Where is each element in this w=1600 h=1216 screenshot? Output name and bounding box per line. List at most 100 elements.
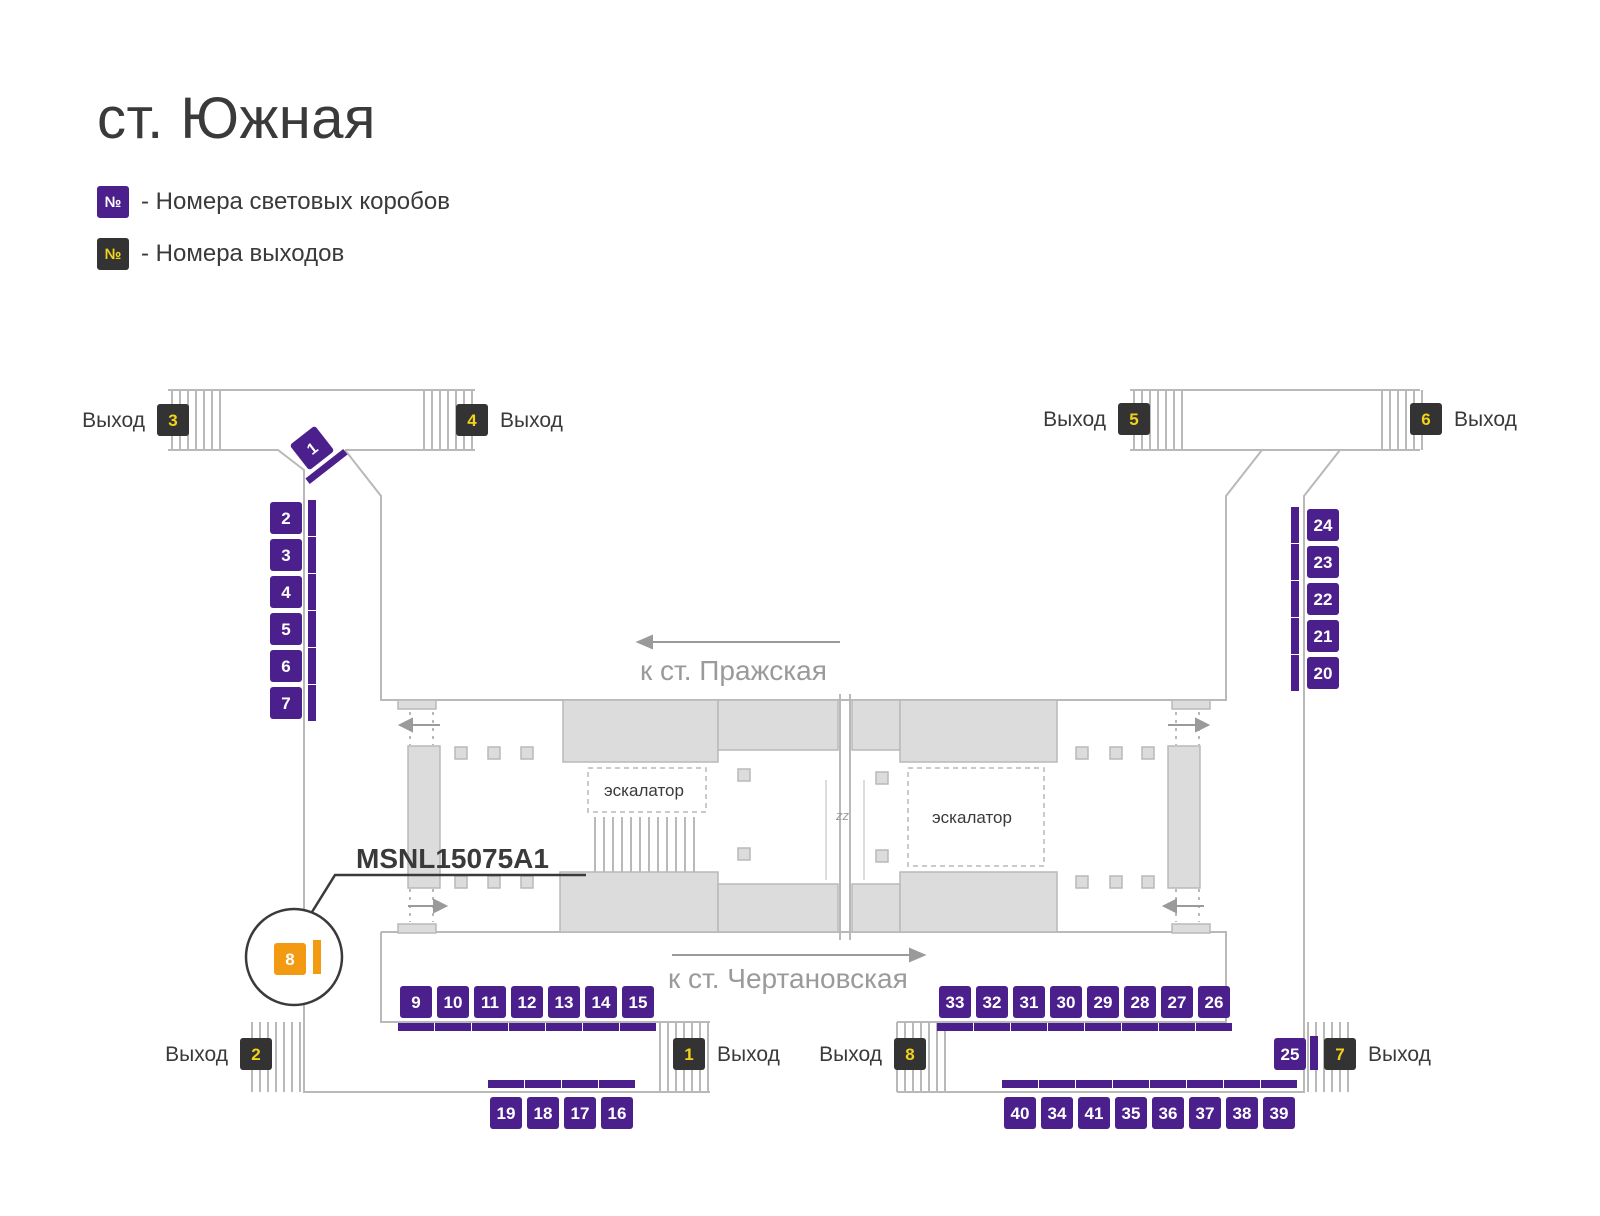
exit-label: Выход	[1043, 408, 1106, 431]
legend-lightbox-label: - Номера световых коробов	[141, 188, 450, 215]
lightbox-badge	[1307, 509, 1339, 541]
side-block-left	[407, 745, 441, 889]
lightbox-bar	[1291, 507, 1299, 543]
lightbox-1: 1	[290, 426, 348, 485]
lightbox-number: 13	[555, 993, 574, 1012]
small-arrows	[397, 717, 1211, 914]
lightbox-bar	[599, 1080, 635, 1088]
stairs-escalator-left	[594, 817, 695, 872]
lightbox-number: 10	[444, 993, 463, 1012]
lightbox-number: 7	[281, 694, 290, 713]
lightbox-badge	[1050, 986, 1082, 1018]
lightbox-badge	[270, 650, 302, 682]
columns	[454, 746, 1155, 889]
side-block-right	[1167, 745, 1201, 889]
lightbox-number: 33	[946, 993, 965, 1012]
lightbox-bar	[435, 1023, 471, 1031]
lightbox-bar	[1076, 1080, 1112, 1088]
exit-label: Выход	[819, 1043, 882, 1066]
lightbox-bar	[1310, 1036, 1318, 1070]
lightbox-badge	[270, 687, 302, 719]
lightbox-bar	[1196, 1023, 1232, 1031]
lightbox-38: 38	[1226, 1097, 1258, 1129]
lightbox-bar	[308, 574, 316, 610]
lightbox-badge	[274, 943, 306, 975]
door-block	[397, 699, 437, 710]
lightbox-6: 6	[270, 650, 302, 682]
lightbox-bar	[1048, 1023, 1084, 1031]
hall-block	[717, 699, 839, 751]
exit-number: 3	[168, 411, 177, 430]
track-mark: zz	[835, 808, 850, 823]
lightbox-badge	[1307, 620, 1339, 652]
lightbox-bar	[308, 537, 316, 573]
exit-label: Выход	[1454, 408, 1517, 431]
lightbox-bar	[620, 1023, 656, 1031]
lightbox-bar	[1261, 1080, 1297, 1088]
escalator-left-box	[587, 767, 707, 813]
lightbox-29: 29	[1087, 986, 1119, 1018]
lightbox-15: 15	[622, 986, 654, 1018]
escalator-left-label: эскалатор	[604, 781, 684, 800]
lightbox-bar	[1291, 618, 1299, 654]
lightbox-number: 28	[1131, 993, 1150, 1012]
lightbox-bar	[308, 648, 316, 684]
lightbox-18: 18	[527, 1097, 559, 1129]
lightbox-31: 31	[1013, 986, 1045, 1018]
lightbox-7: 7	[270, 687, 302, 719]
exit-badge	[673, 1038, 705, 1070]
lightbox-number: 32	[983, 993, 1002, 1012]
hall-block	[899, 871, 1058, 933]
lightbox-41: 41	[1078, 1097, 1110, 1129]
lightbox-badge	[437, 986, 469, 1018]
legend-lightbox-swatch: №	[97, 186, 129, 218]
lightbox-badge	[1004, 1097, 1036, 1129]
lightbox-16: 16	[601, 1097, 633, 1129]
lightbox-bar	[305, 448, 348, 485]
lightbox-number: 17	[571, 1104, 590, 1123]
lightbox-badge	[270, 502, 302, 534]
exit-number: 7	[1335, 1045, 1344, 1064]
lightbox-24: 24	[1307, 509, 1339, 541]
direction-south-label: к ст. Чертановская	[668, 963, 908, 994]
lightbox-number: 39	[1270, 1104, 1289, 1123]
exit-badge	[894, 1038, 926, 1070]
lightbox-number: 34	[1048, 1104, 1067, 1123]
hall-block	[559, 871, 719, 933]
lightbox-badge	[290, 426, 334, 470]
lightbox-2: 2	[270, 502, 302, 534]
track-divider	[825, 694, 865, 940]
lightbox-bar	[509, 1023, 545, 1031]
hall-block	[851, 699, 901, 751]
lightbox-number: 37	[1196, 1104, 1215, 1123]
lightbox-19: 19	[490, 1097, 522, 1129]
exit-badge	[240, 1038, 272, 1070]
lightbox-number: 31	[1020, 993, 1039, 1012]
lightbox-bar	[1039, 1080, 1075, 1088]
lightbox-number: 6	[281, 657, 290, 676]
exit-label: Выход	[717, 1043, 780, 1066]
legend-lightbox: № - Номера световых коробов	[97, 186, 450, 218]
lightbox-number: 25	[1281, 1045, 1300, 1064]
lightbox-bar	[1224, 1080, 1260, 1088]
escalator-right-box	[907, 767, 1045, 867]
lightbox-badge	[976, 986, 1008, 1018]
lightbox-badge	[585, 986, 617, 1018]
lightbox-number: 15	[629, 993, 648, 1012]
lightbox-bar	[1291, 581, 1299, 617]
lightbox-bar	[1159, 1023, 1195, 1031]
lightbox-bar	[1122, 1023, 1158, 1031]
lightbox-bar	[562, 1080, 598, 1088]
lightbox-5: 5	[270, 613, 302, 645]
direction-arrows	[635, 634, 927, 963]
lightbox-bar	[1011, 1023, 1047, 1031]
lightbox-badge	[1152, 1097, 1184, 1129]
lightbox-25: 25	[1274, 1038, 1306, 1070]
lightbox-number: 5	[281, 620, 290, 639]
